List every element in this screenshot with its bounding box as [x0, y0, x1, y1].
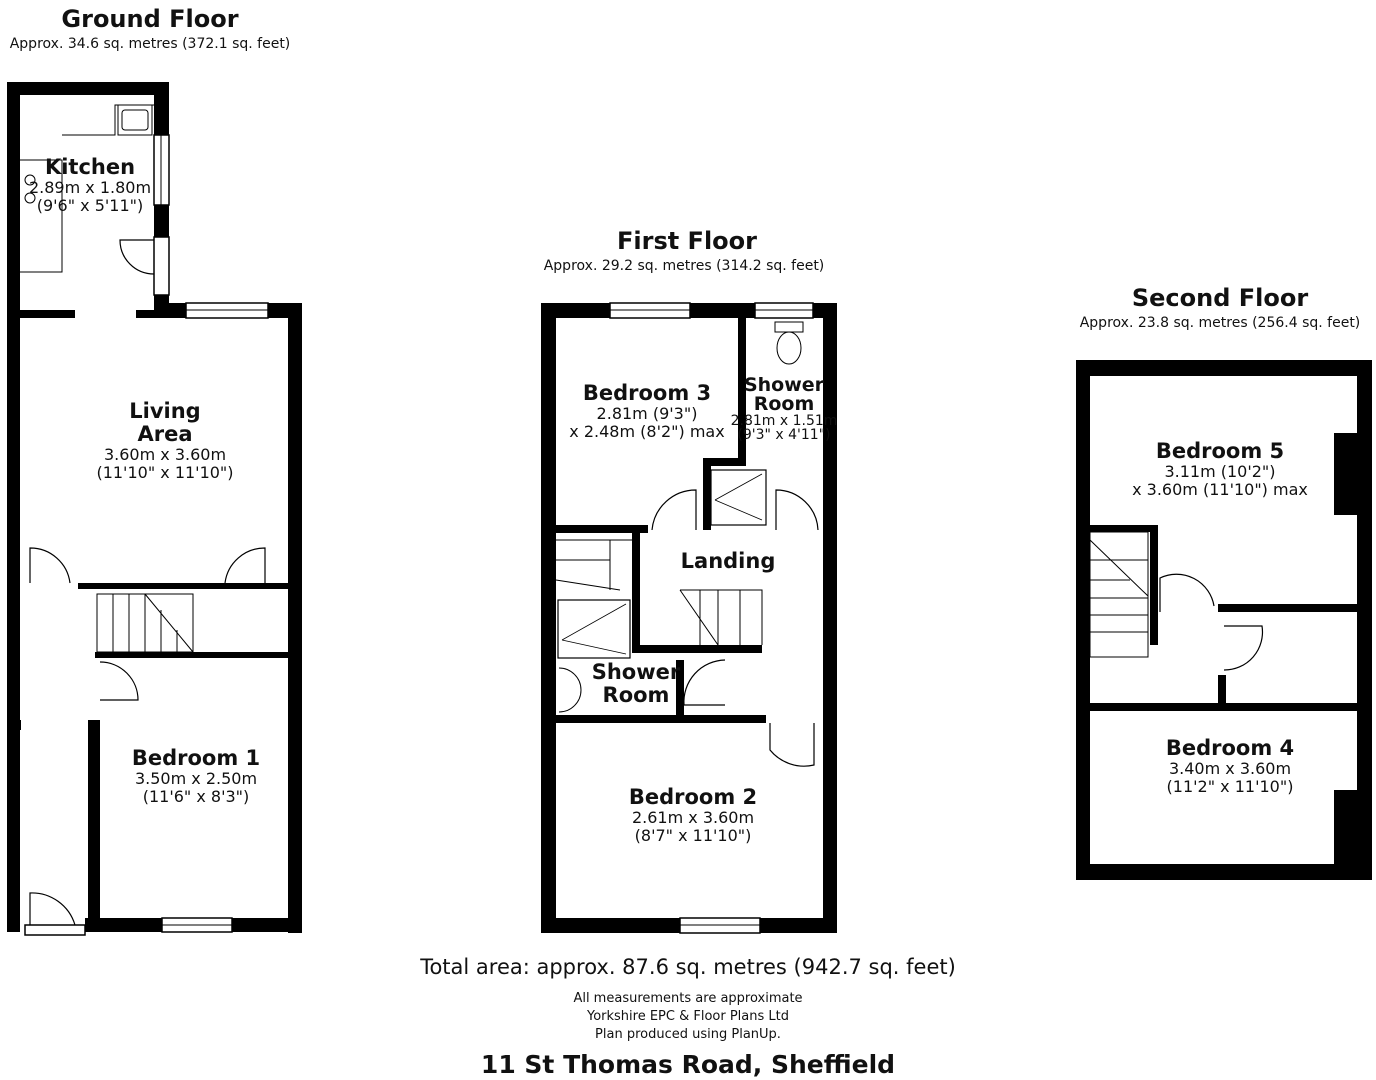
room-bedroom-3-dim-2: x 2.48m (8'2") max [569, 421, 725, 441]
room-bedroom-4-dim-metric: 3.40m x 3.60m [1168, 759, 1292, 779]
room-bedroom-5-name: Bedroom 5 [1155, 439, 1285, 463]
room-living-area-name-2: Area [137, 422, 193, 447]
room-landing-name: Landing [680, 549, 776, 573]
room-kitchen-name: Kitchen [44, 155, 136, 179]
room-shower-room-lower-name-2: Room [602, 683, 670, 708]
ground-wall-kitchen-divider-right [136, 310, 166, 318]
room-bedroom-4: Bedroom 4 3.40m x 3.60m (11'2" x 11'10") [1130, 736, 1330, 796]
note-company: Yorkshire EPC & Floor Plans Ltd [586, 1009, 789, 1024]
room-bedroom-1-name: Bedroom 1 [131, 746, 261, 770]
room-shower-room-upper: Shower Room 2.81m x 1.51m (9'3" x 4'11") [726, 374, 842, 443]
ground-floor-title: Ground Floor [61, 5, 239, 33]
room-living-area: Living Area 3.60m x 3.60m (11'10" x 11'1… [60, 399, 270, 482]
room-bedroom-2: Bedroom 2 2.61m x 3.60m (8'7" x 11'10") [590, 785, 796, 845]
note-planup: Plan produced using PlanUp. [595, 1027, 781, 1042]
room-bedroom-4-name: Bedroom 4 [1165, 736, 1295, 760]
room-bedroom-3-dim-1: 2.81m (9'3") [596, 404, 698, 424]
room-landing: Landing [668, 549, 788, 573]
ground-wall-kitchen-divider-left [20, 310, 75, 318]
room-bedroom-1-dim-imperial: (11'6" x 8'3") [142, 786, 250, 806]
room-bedroom-2-name: Bedroom 2 [628, 785, 758, 809]
first-floor-area: Approx. 29.2 sq. metres (314.2 sq. feet) [543, 258, 825, 274]
room-shower-room-lower: Shower Room [576, 660, 696, 708]
ground-wall-kitchen-right [154, 82, 169, 135]
note-measurements: All measurements are approximate [573, 991, 803, 1006]
room-kitchen-dim-metric: 2.89m x 1.80m [28, 178, 152, 198]
room-shower-room-lower-name-1: Shower [591, 660, 681, 684]
ground-floor-plan [7, 82, 302, 936]
room-bedroom-1: Bedroom 1 3.50m x 2.50m (11'6" x 8'3") [100, 746, 292, 806]
room-kitchen: Kitchen 2.89m x 1.80m (9'6" x 5'11") [20, 155, 160, 215]
room-kitchen-dim-imperial: (9'6" x 5'11") [36, 195, 144, 215]
room-living-area-name-1: Living [129, 399, 201, 423]
room-shower-room-upper-dim-imperial: (9'3" x 4'11") [737, 427, 831, 443]
first-floor-title: First Floor [616, 227, 757, 255]
room-bedroom-2-dim-metric: 2.61m x 3.60m [631, 808, 755, 828]
room-bedroom-4-dim-imperial: (11'2" x 11'10") [1166, 776, 1294, 796]
second-floor-plan [1076, 360, 1372, 880]
room-shower-room-upper-name-2: Room [753, 393, 815, 415]
ground-wall-right [288, 303, 302, 933]
total-area: Total area: approx. 87.6 sq. metres (942… [420, 955, 956, 979]
room-shower-room-upper-name-1: Shower [743, 374, 825, 396]
room-bedroom-5-dim-2: x 3.60m (11'10") max [1132, 479, 1308, 499]
ground-stairs-wall [78, 583, 288, 589]
room-living-area-dim-metric: 3.60m x 3.60m [103, 445, 227, 465]
room-living-area-dim-imperial: (11'10" x 11'10") [96, 462, 234, 482]
first-floor-plan [541, 302, 837, 934]
second-floor-area: Approx. 23.8 sq. metres (256.4 sq. feet) [1079, 315, 1361, 331]
second-floor-title: Second Floor [1131, 284, 1309, 312]
room-shower-room-upper-dim-metric: 2.81m x 1.51m [730, 413, 838, 429]
room-bedroom-2-dim-imperial: (8'7" x 11'10") [634, 825, 752, 845]
room-bedroom-5: Bedroom 5 3.11m (10'2") x 3.60m (11'10")… [1110, 439, 1330, 499]
room-bedroom-5-dim-1: 3.11m (10'2") [1164, 462, 1276, 482]
room-bedroom-3: Bedroom 3 2.81m (9'3") x 2.48m (8'2") ma… [556, 381, 738, 441]
ground-wall-left [7, 82, 20, 932]
room-bedroom-1-dim-metric: 3.50m x 2.50m [134, 769, 258, 789]
room-bedroom-3-name: Bedroom 3 [582, 381, 712, 405]
ground-floor-area: Approx. 34.6 sq. metres (372.1 sq. feet) [9, 36, 291, 52]
property-address: 11 St Thomas Road, Sheffield [480, 1050, 896, 1079]
ground-wall-kitchen-right-2 [154, 205, 169, 237]
ground-wall-top-kitchen [7, 82, 169, 95]
